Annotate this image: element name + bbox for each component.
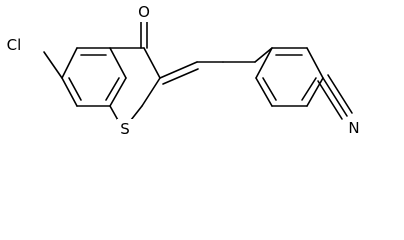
bond: [306, 47, 324, 79]
bond: [327, 74, 353, 114]
bond: [255, 77, 273, 107]
bond: [254, 47, 273, 63]
chemical-structure: Cl O S N: [6, 3, 360, 138]
benzonitrile-ring: [222, 47, 324, 107]
bond: [162, 68, 199, 85]
bond: [317, 80, 343, 120]
bond: [306, 77, 324, 107]
bond: [130, 105, 143, 121]
bond: [109, 77, 127, 107]
carbonyl-group: [140, 21, 148, 49]
bond: [109, 47, 127, 79]
bond: [143, 47, 161, 79]
bond: [141, 77, 161, 107]
double-bond-inner: [68, 77, 82, 101]
bond: [61, 47, 78, 79]
bond: [255, 47, 273, 79]
exocyclic-double-bond: [159, 61, 224, 85]
double-bond-inner: [301, 77, 317, 101]
nitrile-group: [317, 74, 353, 120]
bond-to-chlorine: [43, 51, 63, 79]
bond: [159, 61, 198, 79]
double-bond-inner: [105, 77, 120, 101]
bond: [61, 77, 78, 107]
chlorine-label: Cl: [7, 36, 22, 54]
thiopyranone-ring: [109, 47, 161, 123]
sulfur-label: S: [120, 120, 130, 138]
benzo-ring: [61, 47, 127, 107]
nitrogen-label: N: [348, 119, 359, 137]
double-bond-inner: [262, 77, 277, 101]
oxygen-label: O: [138, 3, 150, 21]
bond: [322, 77, 348, 117]
